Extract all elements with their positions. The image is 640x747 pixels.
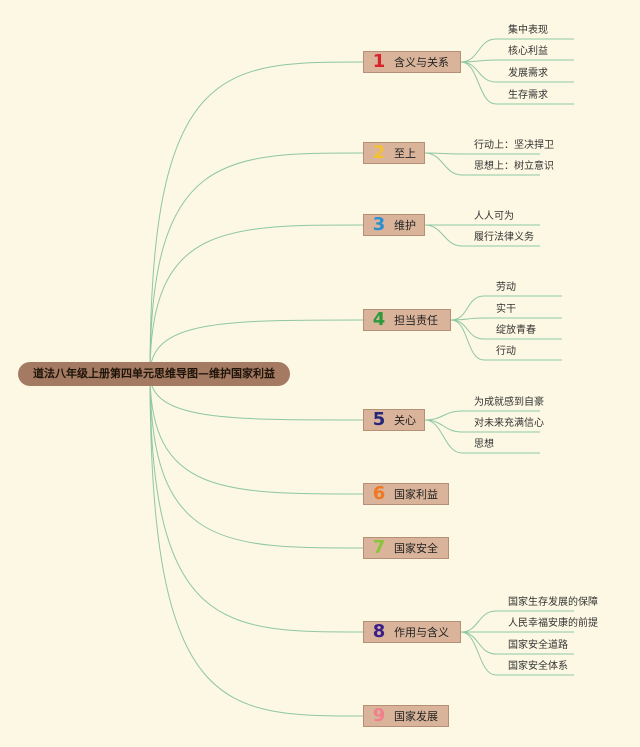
branch-node-9[interactable]: 9 国家发展 xyxy=(363,705,449,727)
root-connector-4 xyxy=(149,319,364,375)
leaf-node[interactable]: 国家安全体系 xyxy=(508,661,568,672)
leaf-node[interactable]: 行动上：坚决捍卫 xyxy=(474,140,554,151)
branch-node-8[interactable]: 8 作用与含义 xyxy=(363,621,461,643)
branch-number: 3 xyxy=(372,214,386,235)
leaf-connector-4-1 xyxy=(450,295,562,321)
leaf-connector-1-1 xyxy=(460,38,574,63)
branch-label: 担当责任 xyxy=(394,314,438,327)
branch-label: 国家利益 xyxy=(394,488,438,501)
leaf-connector-3-2 xyxy=(424,224,540,247)
branch-number: 1 xyxy=(372,51,386,72)
branch-node-2[interactable]: 2 至上 xyxy=(363,142,425,164)
leaf-node[interactable]: 国家安全道路 xyxy=(508,640,568,651)
leaf-connector-2-1 xyxy=(424,152,540,155)
leaf-connector-8-4 xyxy=(460,631,574,676)
leaf-node[interactable]: 核心利益 xyxy=(508,46,548,57)
branch-node-6[interactable]: 6 国家利益 xyxy=(363,483,449,505)
branch-number: 6 xyxy=(372,483,386,504)
leaf-node[interactable]: 为成就感到自豪 xyxy=(474,397,544,408)
root-connector-9 xyxy=(149,373,364,717)
branch-number: 8 xyxy=(372,621,386,642)
leaf-node[interactable]: 人民幸福安康的前提 xyxy=(508,618,598,629)
branch-label: 含义与关系 xyxy=(394,56,449,69)
leaf-node[interactable]: 生存需求 xyxy=(508,90,548,101)
leaf-connector-4-4 xyxy=(450,319,562,361)
branch-label: 国家安全 xyxy=(394,542,438,555)
branch-label: 作用与含义 xyxy=(394,626,449,639)
root-connector-3 xyxy=(149,224,364,375)
leaf-node[interactable]: 国家生存发展的保障 xyxy=(508,597,598,608)
branch-node-4[interactable]: 4 担当责任 xyxy=(363,309,451,331)
leaf-node[interactable]: 集中表现 xyxy=(508,25,548,36)
root-connector-2 xyxy=(149,152,364,375)
branch-number: 5 xyxy=(372,409,386,430)
leaf-connector-5-1 xyxy=(424,410,540,421)
leaf-node[interactable]: 行动 xyxy=(496,346,516,357)
root-connector-5 xyxy=(149,373,364,421)
branch-node-5[interactable]: 5 关心 xyxy=(363,409,425,431)
root-connector-1 xyxy=(149,61,364,375)
leaf-node[interactable]: 对未来充满信心 xyxy=(474,418,544,429)
branch-number: 4 xyxy=(372,309,386,330)
branch-label: 关心 xyxy=(394,414,416,427)
root-connector-8 xyxy=(149,373,364,633)
leaf-connector-8-1 xyxy=(460,610,574,633)
branch-number: 9 xyxy=(372,705,386,726)
leaf-connector-1-2 xyxy=(460,59,574,63)
branch-label: 至上 xyxy=(394,147,416,160)
root-connector-7 xyxy=(149,373,364,549)
branch-node-1[interactable]: 1 含义与关系 xyxy=(363,51,461,73)
leaf-node[interactable]: 人人可为 xyxy=(474,211,514,222)
leaf-node[interactable]: 劳动 xyxy=(496,282,516,293)
leaf-node[interactable]: 履行法律义务 xyxy=(474,232,534,243)
leaf-node[interactable]: 发展需求 xyxy=(508,68,548,79)
leaf-connector-4-2 xyxy=(450,317,562,321)
leaf-node[interactable]: 思想 xyxy=(474,439,494,450)
branch-label: 维护 xyxy=(394,219,416,232)
leaf-connector-5-2 xyxy=(424,419,540,433)
leaf-node[interactable]: 思想上：树立意识 xyxy=(474,161,554,172)
branch-node-7[interactable]: 7 国家安全 xyxy=(363,537,449,559)
leaf-node[interactable]: 实干 xyxy=(496,304,516,315)
leaf-connector-5-3 xyxy=(424,419,540,454)
branch-number: 2 xyxy=(372,142,386,163)
leaf-connector-2-2 xyxy=(424,152,540,176)
branch-number: 7 xyxy=(372,537,386,558)
branch-label: 国家发展 xyxy=(394,710,438,723)
leaf-connector-1-4 xyxy=(460,61,574,105)
branch-node-3[interactable]: 3 维护 xyxy=(363,214,425,236)
root-connector-6 xyxy=(149,373,364,495)
leaf-node[interactable]: 绽放青春 xyxy=(496,325,536,336)
root-node[interactable]: 道法八年级上册第四单元思维导图—维护国家利益 xyxy=(18,362,290,386)
